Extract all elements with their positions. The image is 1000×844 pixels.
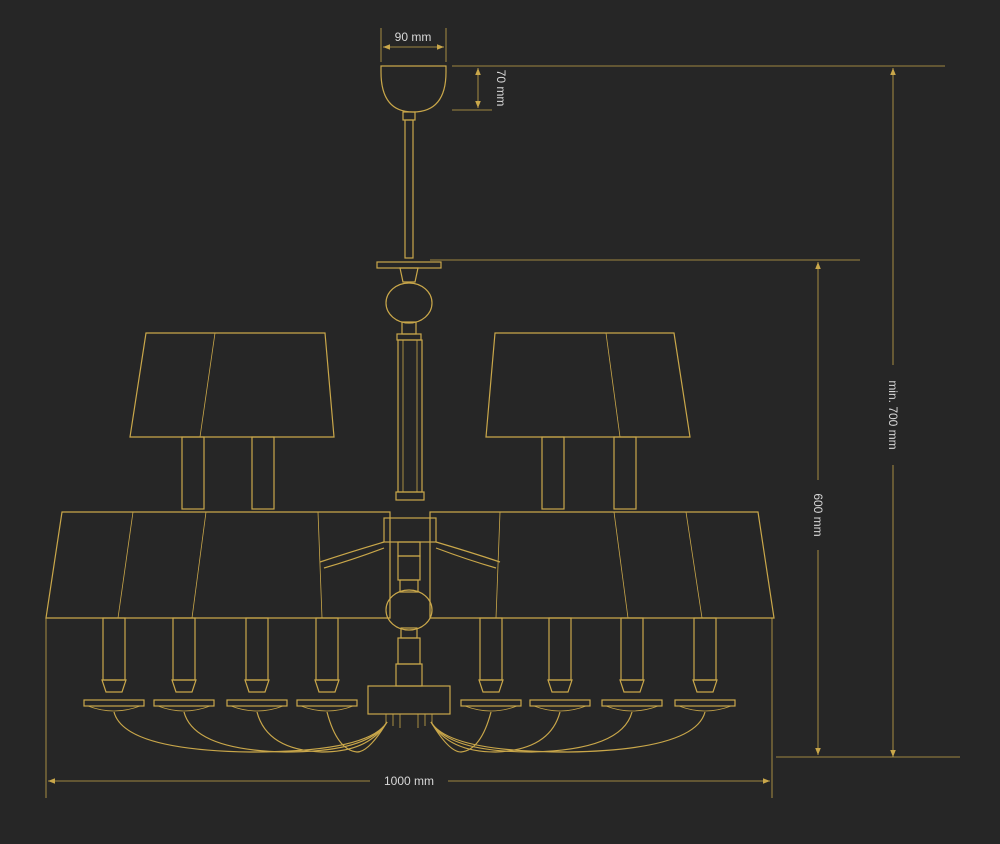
drip-cup (601, 699, 663, 707)
candle-socket (244, 679, 270, 693)
lower-candles (83, 617, 736, 712)
candle-socket (692, 679, 718, 693)
lower-arm (430, 711, 561, 753)
lower-arm (430, 711, 492, 753)
lower-candle (102, 617, 126, 681)
candle-socket (547, 679, 573, 693)
lower-arm (326, 711, 388, 753)
dimension-overall-width: 1000 mm (45, 618, 773, 798)
drip-cup-rim (157, 705, 211, 712)
lower-arm (183, 711, 388, 753)
candle-socket (171, 679, 197, 693)
drip-cup (83, 699, 145, 707)
drip-cup (460, 699, 522, 707)
dimension-body-height: 600 mm (430, 259, 960, 758)
candle-socket (619, 679, 645, 693)
body-height-label: 600 mm (811, 493, 825, 536)
drip-cup (226, 699, 288, 707)
upper-candles (181, 436, 637, 510)
upper-shade-right (485, 332, 691, 438)
dimension-overall-height: min. 700 mm (884, 68, 902, 757)
drip-cup-rim (87, 705, 141, 712)
lower-candle (245, 617, 269, 681)
canopy-height-label: 70 mm (494, 70, 508, 107)
lower-candle (315, 617, 339, 681)
lower-candle (693, 617, 717, 681)
candle-socket (101, 679, 127, 693)
ceiling-canopy (380, 65, 447, 121)
drip-cup (296, 699, 358, 707)
overall-width-label: 1000 mm (384, 774, 434, 788)
upper-shade-left (129, 332, 335, 438)
lower-arm (430, 711, 706, 753)
lower-arm (113, 711, 388, 753)
central-column (367, 282, 451, 728)
suspension-rod (376, 119, 442, 283)
drip-cup-rim (533, 705, 587, 712)
candle-socket (314, 679, 340, 693)
drip-cup-rim (678, 705, 732, 712)
lower-candle (620, 617, 644, 681)
drip-cup-rim (230, 705, 284, 712)
lower-arm (430, 711, 633, 753)
dimension-canopy-height: 70 mm (452, 65, 945, 111)
lower-shade-right (429, 511, 775, 619)
canopy-width-label: 90 mm (395, 30, 432, 44)
lower-arm (256, 711, 388, 753)
overall-height-label: min. 700 mm (886, 380, 900, 449)
drip-cup-rim (464, 705, 518, 712)
lower-candle (172, 617, 196, 681)
lower-shade-left (45, 511, 391, 619)
lower-candle (548, 617, 572, 681)
lower-candle (479, 617, 503, 681)
drip-cup (529, 699, 591, 707)
dimension-canopy-width: 90 mm (380, 28, 447, 62)
drip-cup (153, 699, 215, 707)
upper-arms (319, 541, 501, 569)
drip-cup-rim (605, 705, 659, 712)
drip-cup (674, 699, 736, 707)
lower-arms (113, 711, 706, 753)
candle-socket (478, 679, 504, 693)
drip-cup-rim (300, 705, 354, 712)
